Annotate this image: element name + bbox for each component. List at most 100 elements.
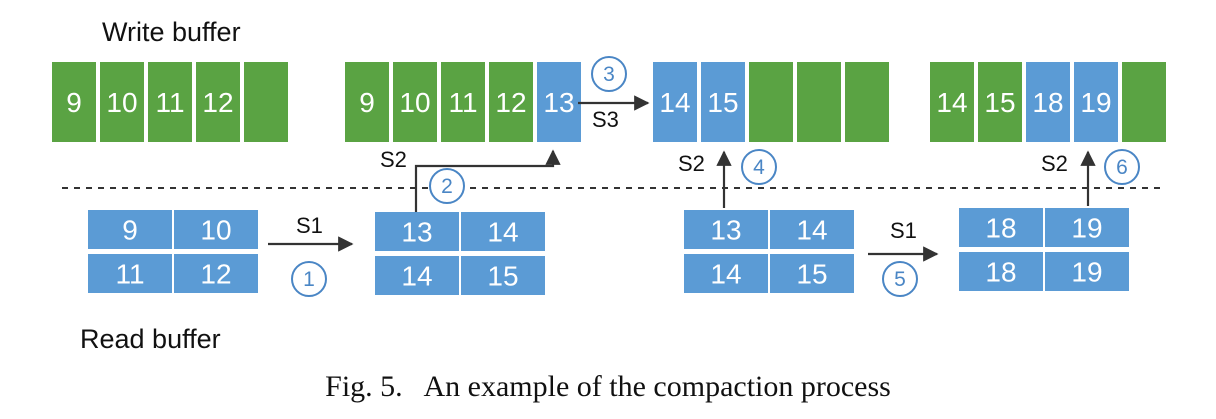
step-5-number: 5 bbox=[894, 268, 906, 291]
read-buffer-2-cell-3 bbox=[375, 256, 459, 295]
read-buffer-4-cell-1 bbox=[959, 208, 1043, 247]
write-buffer-3-cell-5 bbox=[845, 62, 889, 142]
write-buffer-3-cell-3 bbox=[749, 62, 793, 142]
read-buffer-1: 9 10 11 12 bbox=[88, 210, 258, 293]
read-buffer-2-cell-2-label: 14 bbox=[487, 217, 518, 248]
write-buffer-4-cell-2-label: 15 bbox=[984, 87, 1015, 118]
write-buffer-2-cell-3 bbox=[441, 62, 485, 142]
read-buffer-3-cell-1 bbox=[684, 210, 768, 249]
step-4: 4 bbox=[741, 149, 777, 185]
write-buffer-2-cell-2-label: 10 bbox=[399, 87, 430, 118]
step-3: 3 bbox=[591, 56, 627, 92]
read-buffer-2-cell-4-label: 15 bbox=[487, 261, 518, 292]
write-buffer-4-cell-1-label: 14 bbox=[936, 87, 967, 118]
read-buffer-4-cell-1-label: 18 bbox=[985, 213, 1016, 244]
write-buffer-4-cell-2 bbox=[978, 62, 1022, 142]
write-buffer-3-cell-2-label: 15 bbox=[707, 87, 738, 118]
step-6: 6 bbox=[1104, 149, 1140, 185]
write-buffer-4: 14 15 18 19 bbox=[930, 62, 1166, 142]
step-1: 1 bbox=[291, 261, 327, 297]
step-3-number: 3 bbox=[603, 63, 615, 86]
read-buffer-3-cell-3 bbox=[684, 254, 768, 293]
read-buffer-3: 13 14 14 15 bbox=[684, 210, 854, 293]
arrow-label-s1-first: S1 bbox=[296, 213, 323, 238]
step-5: 5 bbox=[882, 261, 918, 297]
write-buffer-2-cell-2 bbox=[393, 62, 437, 142]
read-buffer-2-cell-1-label: 13 bbox=[401, 217, 432, 248]
write-buffer-2: 9 10 11 12 13 bbox=[345, 62, 581, 142]
write-buffer-4-cell-4-label: 19 bbox=[1080, 87, 1111, 118]
read-buffer-4-cell-2 bbox=[1045, 208, 1129, 247]
write-buffer-1-cell-5 bbox=[244, 62, 288, 142]
write-buffer-2-cell-4-label: 12 bbox=[495, 87, 526, 118]
arrow-label-s2-third: S2 bbox=[1041, 151, 1068, 176]
read-buffer-3-cell-1-label: 13 bbox=[710, 215, 741, 246]
step-1-number: 1 bbox=[303, 268, 315, 291]
read-buffer-1-cell-3 bbox=[88, 254, 172, 293]
read-buffer-2-cell-3-label: 14 bbox=[401, 261, 432, 292]
arrow-label-s2-first: S2 bbox=[380, 147, 407, 172]
read-buffer-3-cell-3-label: 14 bbox=[710, 259, 741, 290]
write-buffer-title: Write buffer bbox=[102, 17, 241, 47]
arrow-label-s2-second: S2 bbox=[678, 151, 705, 176]
write-buffer-3-cell-1-label: 14 bbox=[659, 87, 690, 118]
read-buffer-2-cell-1 bbox=[375, 212, 459, 251]
write-buffer-1-cell-2-label: 10 bbox=[106, 87, 137, 118]
read-buffer-1-cell-4 bbox=[174, 254, 258, 293]
write-buffer-3-cell-4 bbox=[797, 62, 841, 142]
step-2-number: 2 bbox=[441, 175, 453, 198]
read-buffer-2: 13 14 14 15 bbox=[375, 212, 545, 295]
write-buffers: 9 10 11 12 9 10 11 12 13 14 15 14 15 18 19 bbox=[52, 62, 1166, 142]
read-buffer-title: Read buffer bbox=[80, 324, 221, 354]
read-buffer-2-cell-4 bbox=[461, 256, 545, 295]
step-4-number: 4 bbox=[753, 156, 765, 179]
write-buffer-2-cell-3-label: 11 bbox=[448, 87, 477, 118]
write-buffer-2-cell-1-label: 9 bbox=[359, 87, 375, 118]
read-buffer-1-cell-2 bbox=[174, 210, 258, 249]
step-6-number: 6 bbox=[1116, 156, 1128, 179]
write-buffer-4-cell-4 bbox=[1074, 62, 1118, 142]
read-buffer-2-cell-2 bbox=[461, 212, 545, 251]
read-buffer-4-cell-4-label: 19 bbox=[1071, 257, 1102, 288]
write-buffer-2-cell-1 bbox=[345, 62, 389, 142]
read-buffer-3-cell-4 bbox=[770, 254, 854, 293]
read-buffer-3-cell-2 bbox=[770, 210, 854, 249]
read-buffer-4-cell-3-label: 18 bbox=[985, 257, 1016, 288]
write-buffer-2-cell-5-label: 13 bbox=[543, 87, 574, 118]
write-buffer-1-cell-1 bbox=[52, 62, 96, 142]
write-buffer-3: 14 15 bbox=[653, 62, 889, 142]
write-buffer-4-cell-3-label: 18 bbox=[1032, 87, 1063, 118]
read-buffer-1-cell-2-label: 10 bbox=[200, 215, 231, 246]
read-buffer-3-cell-4-label: 15 bbox=[796, 259, 827, 290]
write-buffer-3-cell-1 bbox=[653, 62, 697, 142]
figure-caption: Fig. 5. An example of the compaction pro… bbox=[325, 370, 891, 403]
arrow-s2-first bbox=[414, 149, 561, 212]
write-buffer-1-cell-4 bbox=[196, 62, 240, 142]
arrow-label-s3: S3 bbox=[592, 107, 619, 132]
read-buffer-1-cell-3-label: 11 bbox=[115, 259, 144, 290]
read-buffer-1-cell-1 bbox=[88, 210, 172, 249]
read-buffer-3-cell-2-label: 14 bbox=[796, 215, 827, 246]
write-buffer-4-cell-5 bbox=[1122, 62, 1166, 142]
read-buffer-4-cell-4 bbox=[1045, 252, 1129, 291]
write-buffer-1-cell-4-label: 12 bbox=[202, 87, 233, 118]
write-buffer-1-cell-2 bbox=[100, 62, 144, 142]
read-buffer-4-cell-3 bbox=[959, 252, 1043, 291]
write-buffer-4-cell-3 bbox=[1026, 62, 1070, 142]
read-buffer-1-cell-4-label: 12 bbox=[200, 259, 231, 290]
write-buffer-1-cell-1-label: 9 bbox=[66, 87, 82, 118]
write-buffer-2-cell-4 bbox=[489, 62, 533, 142]
write-buffer-1-cell-3 bbox=[148, 62, 192, 142]
write-buffer-3-cell-2 bbox=[701, 62, 745, 142]
write-buffer-2-cell-5 bbox=[537, 62, 581, 142]
write-buffer-1: 9 10 11 12 bbox=[52, 62, 288, 142]
step-2: 2 bbox=[429, 168, 465, 204]
arrow-label-s1-second: S1 bbox=[890, 218, 917, 243]
write-buffer-1-cell-3-label: 11 bbox=[155, 87, 184, 118]
read-buffer-1-cell-1-label: 9 bbox=[122, 215, 138, 246]
read-buffer-4: 18 19 18 19 bbox=[959, 208, 1129, 291]
write-buffer-4-cell-1 bbox=[930, 62, 974, 142]
read-buffer-4-cell-2-label: 19 bbox=[1071, 213, 1102, 244]
